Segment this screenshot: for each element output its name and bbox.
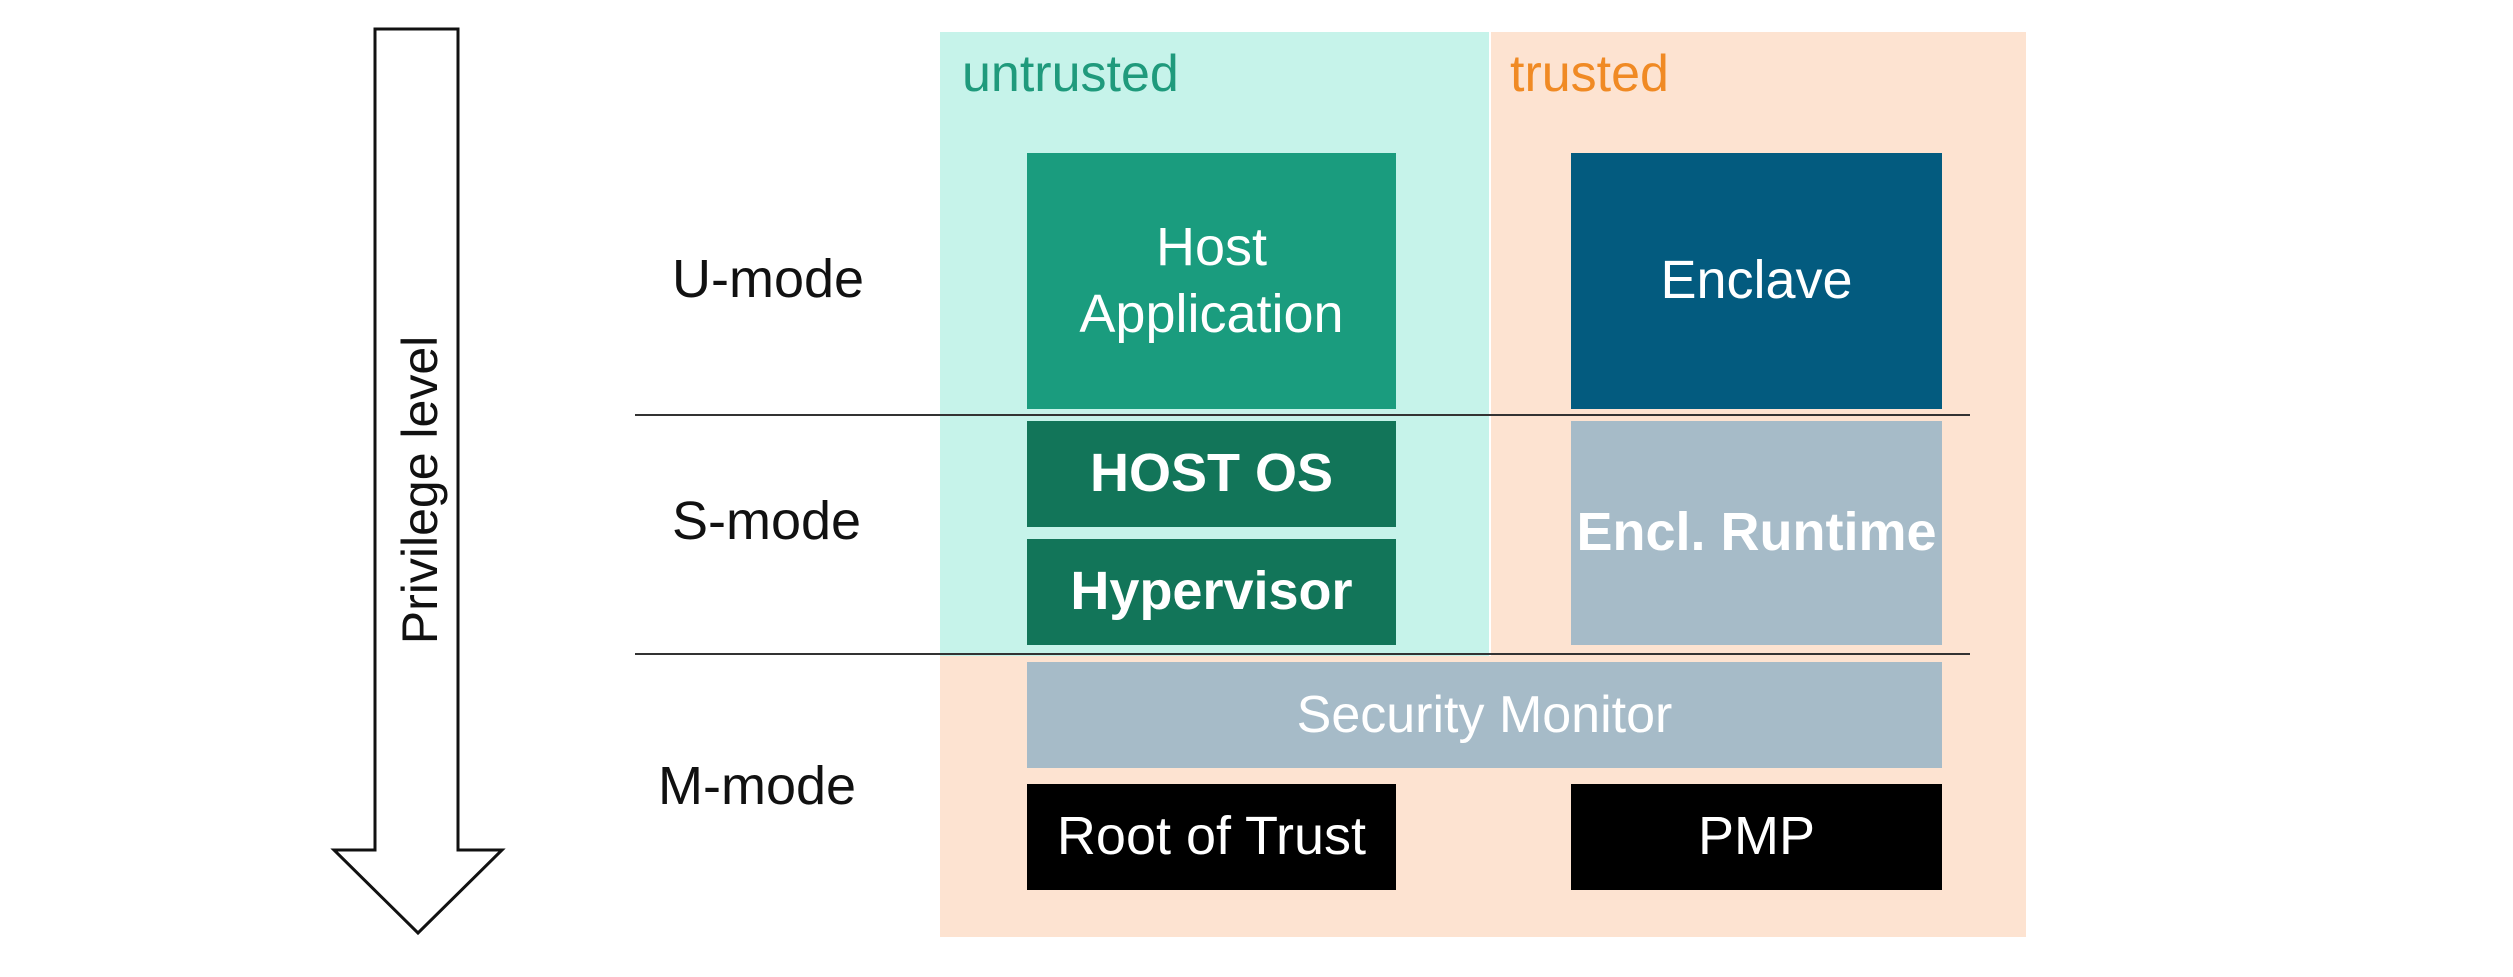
host-application-line2: Application bbox=[1079, 284, 1344, 344]
enclave-runtime-box: Encl. Runtime bbox=[1571, 421, 1942, 645]
u-s-separator bbox=[635, 414, 1970, 416]
enclave-label: Enclave bbox=[1660, 250, 1853, 311]
enclave-box: Enclave bbox=[1571, 153, 1942, 409]
hypervisor-box: Hypervisor bbox=[1027, 539, 1396, 645]
host-application-box: Host Application bbox=[1027, 153, 1396, 409]
privilege-arrow-shape bbox=[330, 27, 506, 936]
m-mode-label: M-mode bbox=[658, 756, 857, 816]
s-mode-label: S-mode bbox=[672, 491, 862, 551]
u-mode-label: U-mode bbox=[672, 249, 865, 309]
host-os-label: HOST OS bbox=[1089, 443, 1334, 504]
host-os-box: HOST OS bbox=[1027, 421, 1396, 527]
untrusted-label: untrusted bbox=[962, 45, 1179, 103]
root-of-trust-label: Root of Trust bbox=[1056, 806, 1367, 867]
hypervisor-label: Hypervisor bbox=[1070, 561, 1353, 622]
security-monitor-box: Security Monitor bbox=[1027, 662, 1942, 768]
root-of-trust-box: Root of Trust bbox=[1027, 784, 1396, 890]
s-m-separator bbox=[635, 653, 1970, 655]
security-monitor-label: Security Monitor bbox=[1296, 685, 1673, 744]
privilege-level-label: Privilege level bbox=[392, 335, 448, 645]
trusted-label: trusted bbox=[1510, 45, 1669, 103]
enclave-runtime-label: Encl. Runtime bbox=[1576, 502, 1937, 563]
host-application-line1: Host bbox=[1155, 216, 1268, 277]
privilege-arrow bbox=[330, 27, 506, 936]
pmp-box: PMP bbox=[1571, 784, 1942, 890]
pmp-label: PMP bbox=[1697, 806, 1816, 867]
